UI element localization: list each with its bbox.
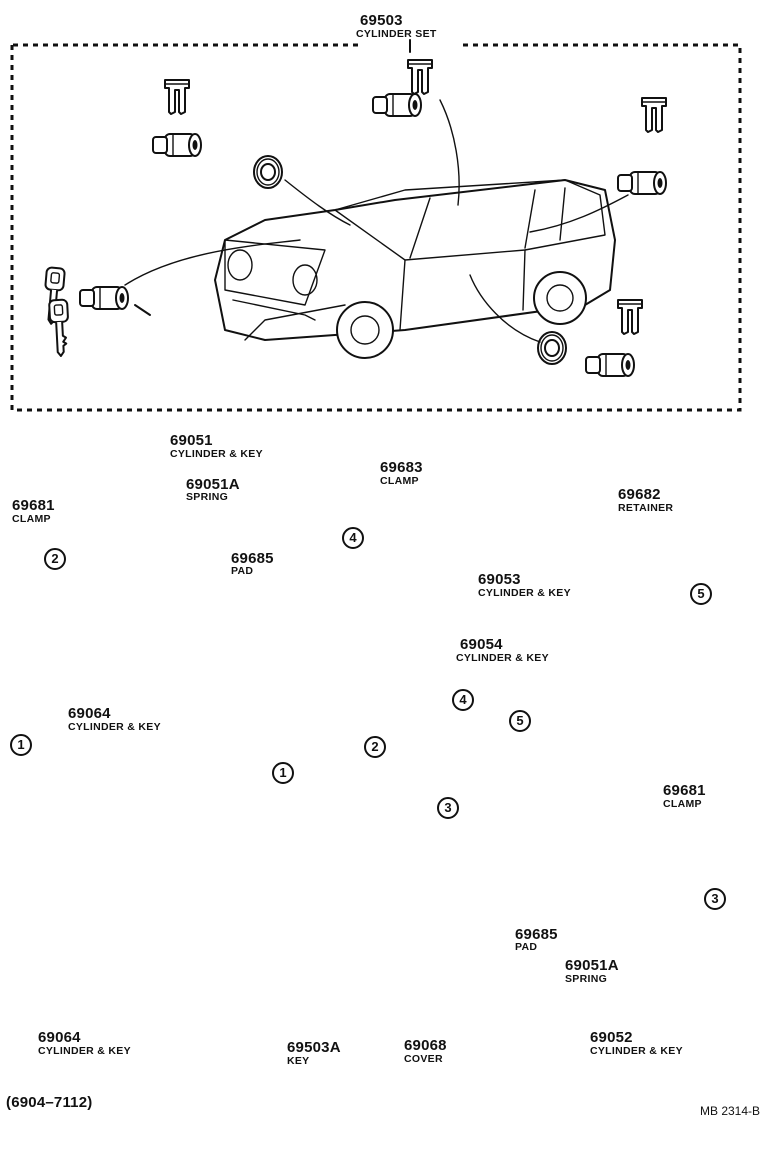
- cover-69068-name: COVER: [404, 1053, 443, 1065]
- top-rear-cylinder: [372, 59, 460, 206]
- clamp-lower-number: 69681: [663, 782, 706, 799]
- clamp-upper-number: 69681: [12, 497, 55, 514]
- retainer-69682-number: 69682: [618, 486, 661, 503]
- drawing-code: MB 2314-B: [700, 1104, 761, 1118]
- cylinder-key-69052-name: CYLINDER & KEY: [590, 1045, 683, 1057]
- cylinder-key-69053-name: CYLINDER & KEY: [478, 587, 571, 599]
- callout-4-car: 4: [452, 689, 474, 711]
- callout-5-car: 5: [509, 710, 531, 732]
- spring-lower-name: SPRING: [565, 973, 608, 985]
- spring-lower-number: 69051A: [565, 957, 619, 974]
- top-ignition-cylinder-with-key: [41, 239, 301, 358]
- clamp-69683-number: 69683: [380, 459, 423, 476]
- cylinder-key-69064-number: 69064: [68, 705, 111, 722]
- cylinder-set-name: CYLINDER SET: [356, 28, 437, 40]
- clamp-lower-name: CLAMP: [663, 798, 702, 810]
- cylinder-key-69051-number: 69051: [170, 432, 213, 449]
- clamp-upper-name: CLAMP: [12, 513, 51, 525]
- cylinder-key-69054-number: 69054: [460, 636, 503, 653]
- cylinder-set-box: [10, 39, 742, 412]
- inset-note: (6904–7112): [6, 1094, 93, 1111]
- key-69503a-number: 69503A: [287, 1039, 341, 1056]
- callout-2-car: 2: [364, 736, 386, 758]
- cylinder-key-69053-number: 69053: [478, 571, 521, 588]
- pad-lower-name: PAD: [515, 941, 538, 953]
- cylinder-key-69054-name: CYLINDER & KEY: [456, 652, 549, 664]
- callout-1-car: 1: [272, 762, 294, 784]
- callout-2-upper: 2: [44, 548, 66, 570]
- top-glove-cylinder: [152, 79, 351, 226]
- pad-upper-number: 69685: [231, 550, 274, 567]
- cover-69068-number: 69068: [404, 1037, 447, 1054]
- cylinder-set-number: 69503: [360, 12, 403, 29]
- cylinder-key-69064-inset-number: 69064: [38, 1029, 81, 1046]
- callout-1-upper: 1: [10, 734, 32, 756]
- key-69503a-name: KEY: [287, 1055, 310, 1067]
- cylinder-key-69052-number: 69052: [590, 1029, 633, 1046]
- callout-3-right: 3: [704, 888, 726, 910]
- top-side-door-cylinder: [469, 274, 643, 377]
- top-car-illustration: [214, 179, 616, 359]
- cylinder-key-69051-name: CYLINDER & KEY: [170, 448, 263, 460]
- pad-lower-number: 69685: [515, 926, 558, 943]
- spring-upper-name: SPRING: [186, 491, 229, 503]
- callout-5-upper: 5: [690, 583, 712, 605]
- spring-upper-number: 69051A: [186, 476, 240, 493]
- callout-4-upper: 4: [342, 527, 364, 549]
- pad-upper-name: PAD: [231, 565, 254, 577]
- top-back-door-cylinder: [529, 97, 667, 233]
- clamp-69683-name: CLAMP: [380, 475, 419, 487]
- cylinder-key-69064-inset-name: CYLINDER & KEY: [38, 1045, 131, 1057]
- retainer-69682-name: RETAINER: [618, 502, 674, 514]
- cylinder-key-69064-name: CYLINDER & KEY: [68, 721, 161, 733]
- callout-3-car: 3: [437, 797, 459, 819]
